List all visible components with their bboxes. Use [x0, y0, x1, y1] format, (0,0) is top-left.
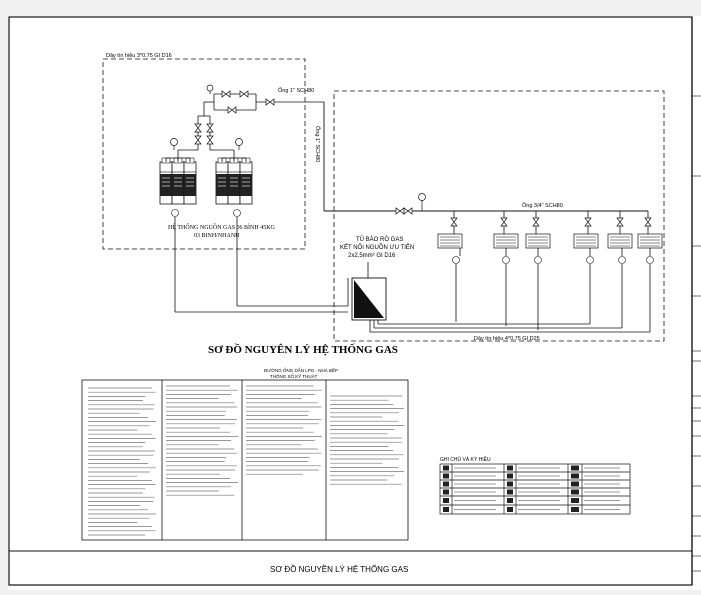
legend-symbol-icon [507, 473, 513, 479]
legend-symbol-icon [443, 473, 449, 479]
pressure-gauge-icon [170, 84, 243, 150]
drawing-paper: Dây tín hiệu 3*0.75 GI D16 [8, 16, 701, 590]
legend-symbol-icon [571, 481, 579, 487]
legend-symbol-icon [443, 481, 449, 487]
legend-symbol-icon [507, 481, 513, 487]
solenoid-valve-icon [418, 193, 426, 211]
cylinder-bank-left [159, 157, 197, 205]
gas-detector-icon [437, 233, 663, 249]
specification-notes-text [88, 385, 404, 536]
legend-symbol-icon [443, 507, 449, 512]
drop-valves [450, 217, 652, 227]
legend-symbol-icon [507, 498, 513, 503]
diagram-title: SƠ ĐỒ NGUYÊN LÝ HỆ THỐNG GAS [208, 343, 398, 356]
legend-symbol-icon [507, 489, 513, 495]
legend-symbol-icon [571, 473, 579, 479]
manifold-tags [171, 209, 241, 217]
legend-symbol-icon [571, 507, 579, 512]
title-block-column [692, 95, 701, 572]
legend-symbols [443, 465, 620, 512]
signal-wire-bottom-label: Dây tín hiệu 4*0.75 GI D25 [474, 336, 540, 342]
notes-title-line2: THÔNG SỐ KỸ THUẬT [270, 373, 318, 379]
specification-notes-table [81, 379, 409, 541]
panel-label-line2: KẾT NỐI NGUỒN ƯU TIÊN [340, 243, 414, 251]
gas-source-label-line1: HỆ THỐNG NGUỒN GAS 06 BÌNH 45KG [168, 223, 276, 231]
legend-title: GHI CHÚ VÀ KÝ HIỆU [440, 455, 491, 463]
legend-symbol-icon [571, 489, 579, 495]
sensor-tags [452, 256, 654, 264]
panel-label-line3: 2x2,5mm² GI D16 [348, 253, 396, 259]
cylinder-bank-right [215, 157, 253, 205]
main-gas-pipe [323, 102, 648, 212]
legend-symbol-icon [507, 507, 513, 512]
gas-leak-alarm-panel [351, 277, 387, 321]
gas-source-enclosure [102, 58, 306, 250]
signal-wire-top-label: Dây tín hiệu 3*0.75 GI D16 [106, 53, 172, 59]
gas-schematic-drawing: Dây tín hiệu 3*0.75 GI D16 [8, 16, 701, 586]
legend-symbol-icon [443, 498, 449, 503]
legend-table [439, 463, 631, 515]
pipe-3-4inch-label: Ống 3/4" SCH80 [522, 202, 563, 209]
pipe-1inch-vertical-label: Ống 1" SCH80 [314, 126, 321, 162]
kitchen-enclosure [333, 90, 665, 342]
legend-symbol-icon [571, 498, 579, 503]
notes-title-line1: ĐƯỜNG ỐNG DẪN LPG - NHÀ BẾP [264, 367, 338, 373]
legend-symbol-icon [443, 489, 449, 495]
pipe-1inch-horizontal-label: Ống 1" SCH80 [278, 87, 314, 94]
drawing-border [8, 16, 693, 586]
panel-label-line1: TỦ BÁO RÒ GAS [356, 236, 403, 243]
cylinder-manifold [165, 93, 324, 162]
legend-symbol-icon [443, 465, 449, 471]
gas-source-label-line2: 03 BINH/NHANH [194, 233, 240, 239]
legend-symbol-icon [507, 465, 513, 471]
legend-symbol-icon [571, 465, 579, 471]
footer-title: SƠ ĐỒ NGUYỀN LÝ HỆ THỐNG GAS [270, 564, 408, 574]
signal-wiring [174, 217, 651, 333]
